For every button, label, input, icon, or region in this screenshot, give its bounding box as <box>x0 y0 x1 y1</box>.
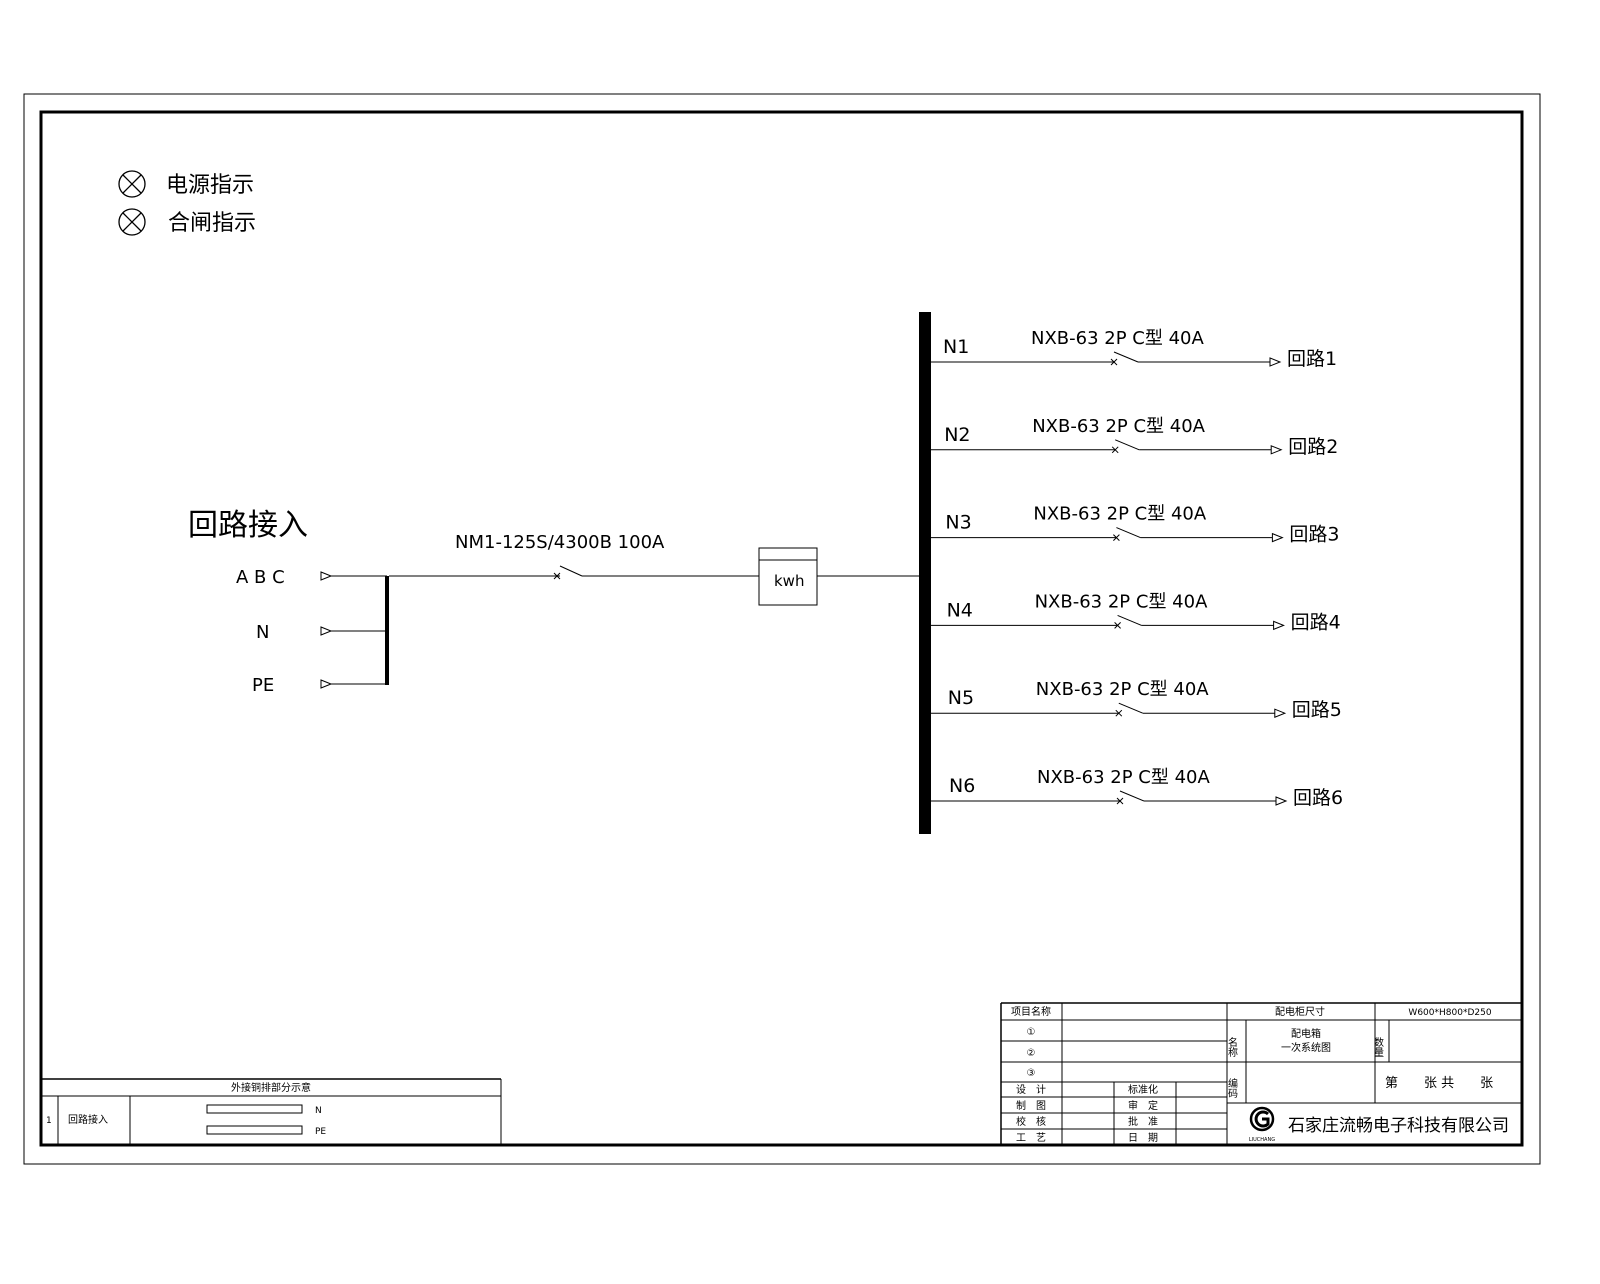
name-label: 名称 <box>1226 1036 1238 1058</box>
branch-bus-label: N5 <box>948 687 974 709</box>
outer-frame <box>23 93 1541 1165</box>
drawing-name-1: 配电箱 <box>1291 1027 1321 1040</box>
role-date: 日 期 <box>1128 1132 1158 1144</box>
terminal-arrow-icon <box>1275 796 1288 806</box>
code-label: 编码 <box>1226 1077 1238 1099</box>
role-design: 设 计 <box>1016 1083 1046 1096</box>
sheet-number: 第 张 共 张 <box>1385 1076 1493 1091</box>
role-approve: 批 准 <box>1128 1115 1158 1128</box>
cabinet-size-label: 配电柜尺寸 <box>1275 1005 1325 1018</box>
copper-bar-pe: PE <box>315 1127 326 1137</box>
terminal-arrow-icon <box>1271 532 1284 543</box>
branch-bus-label: N3 <box>945 512 971 534</box>
branch-breaker-label: NXB-63 2P C型 40A <box>1035 591 1208 612</box>
phase-label-n: N <box>256 622 269 643</box>
branch-bus-label: N4 <box>947 599 973 621</box>
branch-breaker-label: NXB-63 2P C型 40A <box>1037 767 1210 788</box>
role-standard: 标准化 <box>1128 1083 1158 1096</box>
item-2: ② <box>1027 1048 1036 1059</box>
branch-circuit: N6 NXB-63 2P C型 40A 回路6 <box>931 767 1343 809</box>
legend-power-indicator: 电源指示 <box>118 170 254 198</box>
incoming-terminals <box>320 571 387 689</box>
terminal-arrow-icon <box>1274 708 1287 718</box>
legend-closing-indicator: 合闸指示 <box>118 208 256 236</box>
branch-circuit-label: 回路3 <box>1289 524 1339 546</box>
terminal-arrow-icon <box>320 571 333 581</box>
role-drawing: 制 图 <box>1016 1099 1046 1112</box>
terminal-arrow-icon <box>320 679 333 689</box>
energy-meter: kwh <box>758 547 818 606</box>
copper-table-title: 外接铜排部分示意 <box>231 1081 311 1094</box>
branch-breaker-label: NXB-63 2P C型 40A <box>1036 679 1209 700</box>
branch-bus-label: N2 <box>944 424 970 446</box>
company-name: 石家庄流畅电子科技有限公司 <box>1288 1116 1509 1136</box>
logo-text: LIUCHANG <box>1249 1137 1275 1143</box>
branch-circuit: N4 NXB-63 2P C型 40A 回路4 <box>931 591 1341 633</box>
main-busbar <box>919 312 931 834</box>
branch-breaker-label: NXB-63 2P C型 40A <box>1032 416 1205 437</box>
item-3: ③ <box>1027 1068 1036 1079</box>
branch-circuit: N2 NXB-63 2P C型 40A 回路2 <box>931 416 1338 458</box>
branch-bus-label: N1 <box>943 336 969 358</box>
quantity-label: 数量 <box>1372 1036 1384 1057</box>
copper-row-name: 回路接入 <box>68 1113 108 1126</box>
branch-circuit: N3 NXB-63 2P C型 40A 回路3 <box>931 504 1339 546</box>
branch-circuit-label: 回路6 <box>1293 787 1343 809</box>
copper-bar-n: N <box>315 1106 322 1116</box>
copper-bar-table <box>41 1078 502 1145</box>
branch-breaker-label: NXB-63 2P C型 40A <box>1033 504 1206 525</box>
branch-circuit-label: 回路5 <box>1292 699 1342 721</box>
terminal-arrow-icon <box>1269 357 1282 367</box>
item-1: ① <box>1027 1027 1036 1038</box>
incoming-busbar <box>385 576 389 685</box>
branch-circuit: N1 NXB-63 2P C型 40A 回路1 <box>931 328 1337 370</box>
branch-circuit-label: 回路4 <box>1291 611 1341 633</box>
branch-circuit: N5 NXB-63 2P C型 40A 回路5 <box>931 679 1342 721</box>
copper-row-no: 1 <box>46 1116 52 1126</box>
phase-label-abc: A B C <box>236 567 285 588</box>
incoming-title: 回路接入 <box>188 508 308 543</box>
lamp-icon <box>118 170 146 198</box>
role-review: 审 定 <box>1128 1099 1158 1112</box>
cabinet-size: W600*H800*D250 <box>1408 1008 1491 1018</box>
title-block-grid <box>1000 1002 1522 1145</box>
project-name-label: 项目名称 <box>1011 1005 1051 1018</box>
legend-label: 合闸指示 <box>168 211 256 236</box>
terminal-arrow-icon <box>1273 620 1285 631</box>
role-check: 校 核 <box>1016 1115 1046 1128</box>
drawing-name-2: 一次系统图 <box>1281 1041 1331 1054</box>
terminal-arrow-icon <box>320 626 333 636</box>
inner-frame <box>39 110 1524 1147</box>
lamp-icon <box>118 208 146 236</box>
role-process: 工 艺 <box>1016 1132 1046 1144</box>
branch-circuit-label: 回路2 <box>1288 436 1338 458</box>
branch-circuit-label: 回路1 <box>1287 348 1337 370</box>
company-logo-icon: LIUCHANG <box>1249 1106 1275 1143</box>
legend-label: 电源指示 <box>166 173 254 198</box>
main-breaker-symbol <box>389 565 759 580</box>
terminal-arrow-icon <box>1270 445 1283 455</box>
main-breaker-label: NM1-125S/4300B 100A <box>455 532 665 553</box>
meter-label: kwh <box>774 572 804 590</box>
phase-label-pe: PE <box>252 675 274 696</box>
branch-bus-label: N6 <box>949 775 975 797</box>
branch-breaker-label: NXB-63 2P C型 40A <box>1031 328 1204 349</box>
